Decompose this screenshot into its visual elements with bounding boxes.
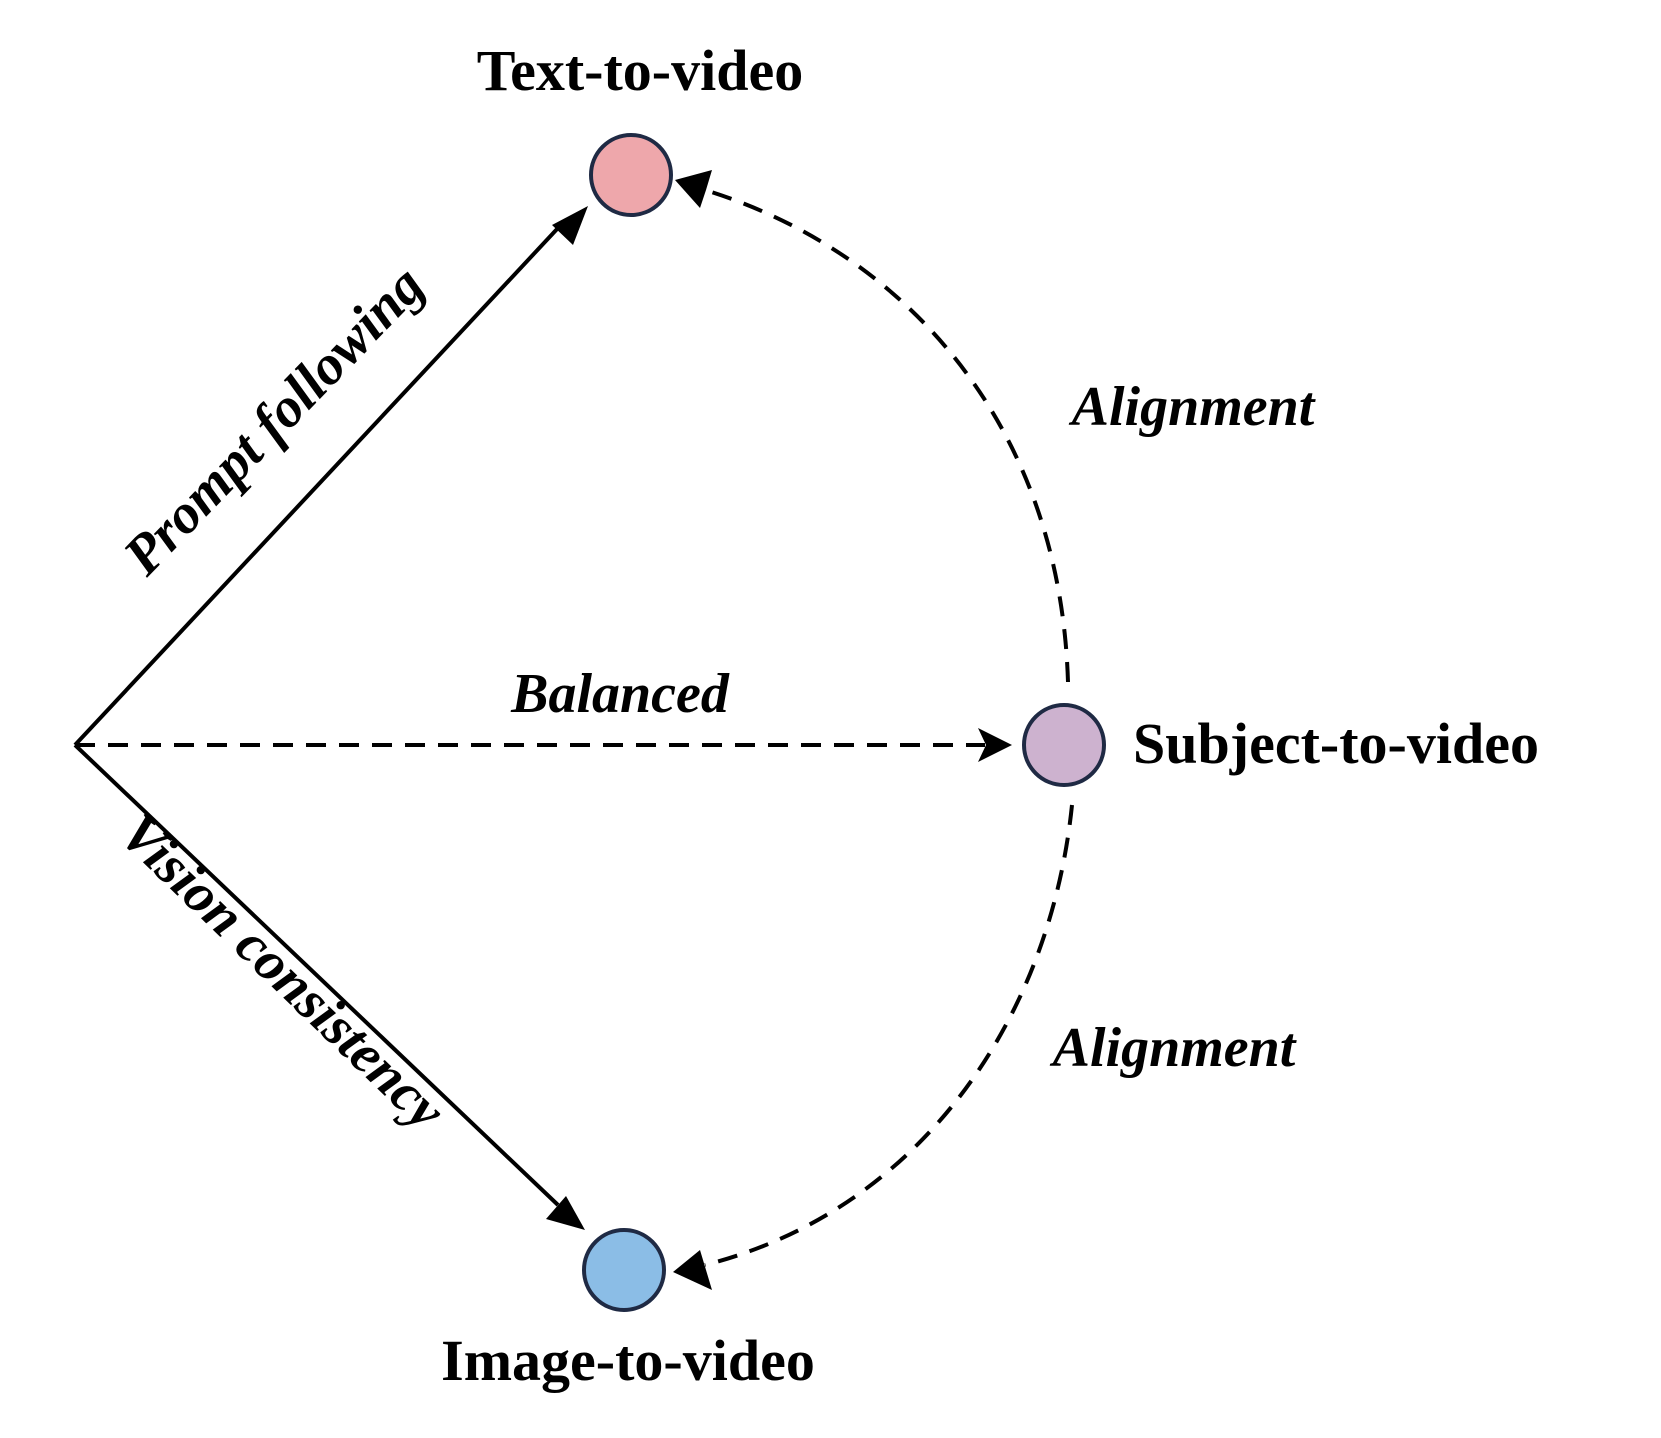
subject-to-video-node	[1022, 703, 1106, 787]
vision-consistency-label: Vision consistency	[108, 802, 457, 1142]
balanced-label: Balanced	[510, 663, 730, 725]
balanced-arrowhead	[978, 728, 1012, 762]
prompt-following-arrowhead	[552, 206, 588, 245]
prompt-following-edge	[73, 226, 560, 747]
alignment-upper-label: Alignment	[1069, 376, 1316, 438]
alignment-upper-edge	[704, 188, 1070, 683]
alignment-upper-arrowhead	[675, 170, 712, 208]
alignment-lower-label: Alignment	[1050, 1017, 1297, 1079]
image-to-video-node	[582, 1228, 666, 1312]
prompt-following-label: Prompt following	[111, 254, 436, 588]
text-to-video-label: Text-to-video	[477, 38, 803, 103]
alignment-lower-arrowhead	[673, 1250, 712, 1290]
alignment-lower-edge	[704, 804, 1074, 1267]
vision-consistency-arrowhead	[546, 1196, 585, 1230]
image-to-video-label: Image-to-video	[441, 1328, 815, 1393]
text-to-video-node	[589, 133, 673, 217]
subject-to-video-label: Subject-to-video	[1133, 711, 1539, 776]
vision-consistency-edge	[73, 743, 560, 1207]
